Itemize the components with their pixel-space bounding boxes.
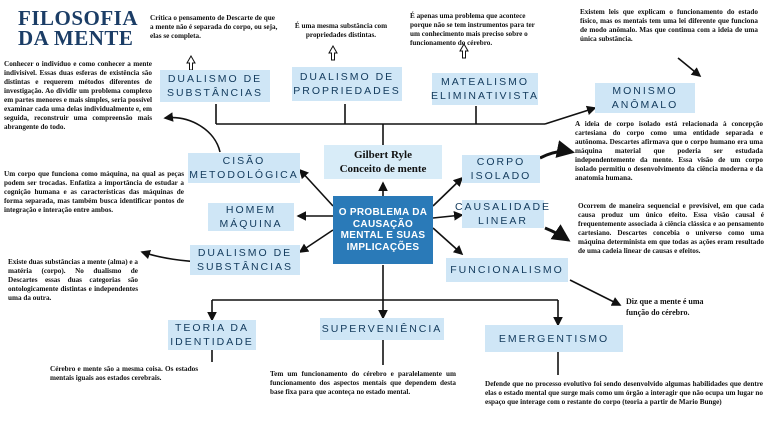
map-title-line1: FILOSOFIA <box>18 6 139 30</box>
note-superveniencia: Tem um funcionamento do cérebro e parale… <box>270 370 456 396</box>
box-funcionalismo: FUNCIONALISMO <box>446 258 568 282</box>
box-gilbert-ryle: Gilbert Ryle Conceito de mente <box>324 145 442 179</box>
central-topic-box: O PROBLEMA DA CAUSAÇÃO MENTAL E SUAS IMP… <box>333 196 433 264</box>
note-homem-maquina: Um corpo que funciona como máquina, na q… <box>4 170 184 214</box>
box-causalidade-linear: CAUSALIDADE LINEAR <box>454 200 552 228</box>
note-corpo-isolado: A ideia de corpo isolado está relacionad… <box>575 120 763 182</box>
ryle-name: Gilbert Ryle <box>354 149 412 161</box>
note-dualismo-left: Existe duas substâncias a mente (alma) e… <box>8 258 138 302</box>
note-materialismo: É apenas uma problema que acontece porqu… <box>410 12 535 47</box>
box-monismo-anomalo: MONISMO ANÔMALO <box>595 83 695 113</box>
box-homem-maquina: HOMEM MÁQUINA <box>208 203 294 231</box>
map-title-line2: DA MENTE <box>18 26 134 50</box>
box-corpo-isolado: CORPO ISOLADO <box>462 155 540 183</box>
box-dualismo-substancias-left: DUALISMO DE SUBSTÂNCIAS <box>190 245 300 275</box>
note-causalidade: Ocorrem de maneira sequencial e previsív… <box>578 202 764 255</box>
box-superveniencia: SUPERVENIÊNCIA <box>320 318 444 340</box>
box-teoria-identidade: TEORIA DA IDENTIDADE <box>168 320 256 350</box>
box-dualismo-substancias-top: DUALISMO DE SUBSTÂNCIAS <box>160 70 270 102</box>
ryle-work: Conceito de mente <box>339 163 427 175</box>
note-identidade: Cérebro e mente são a mesma coisa. Os es… <box>50 365 198 382</box>
map-title: FILOSOFIA DA MENTE <box>18 6 139 50</box>
box-materialismo-eliminativista: MATEALISMO ELIMINATIVISTA <box>431 73 538 105</box>
box-cisao-metodologica: CISÃO METODOLÓGICA <box>188 153 300 183</box>
note-propriedades: É uma mesma substância com propriedades … <box>294 22 388 39</box>
note-monismo: Existem leis que explicam o funcionament… <box>580 8 758 43</box>
note-dualismo-top: Crítica o pensamento de Descarte de que … <box>150 14 278 40</box>
note-emergentismo: Defende que no processo evolutivo foi se… <box>485 380 763 406</box>
note-funcionalismo: Diz que a mente é uma função do cérebro. <box>626 297 704 317</box>
box-dualismo-propriedades: DUALISMO DE PROPRIEDADES <box>292 67 402 101</box>
note-cisao: Conhecer o indivíduo e como conhecer a m… <box>4 60 152 131</box>
box-emergentismo: EMERGENTISMO <box>485 325 623 352</box>
